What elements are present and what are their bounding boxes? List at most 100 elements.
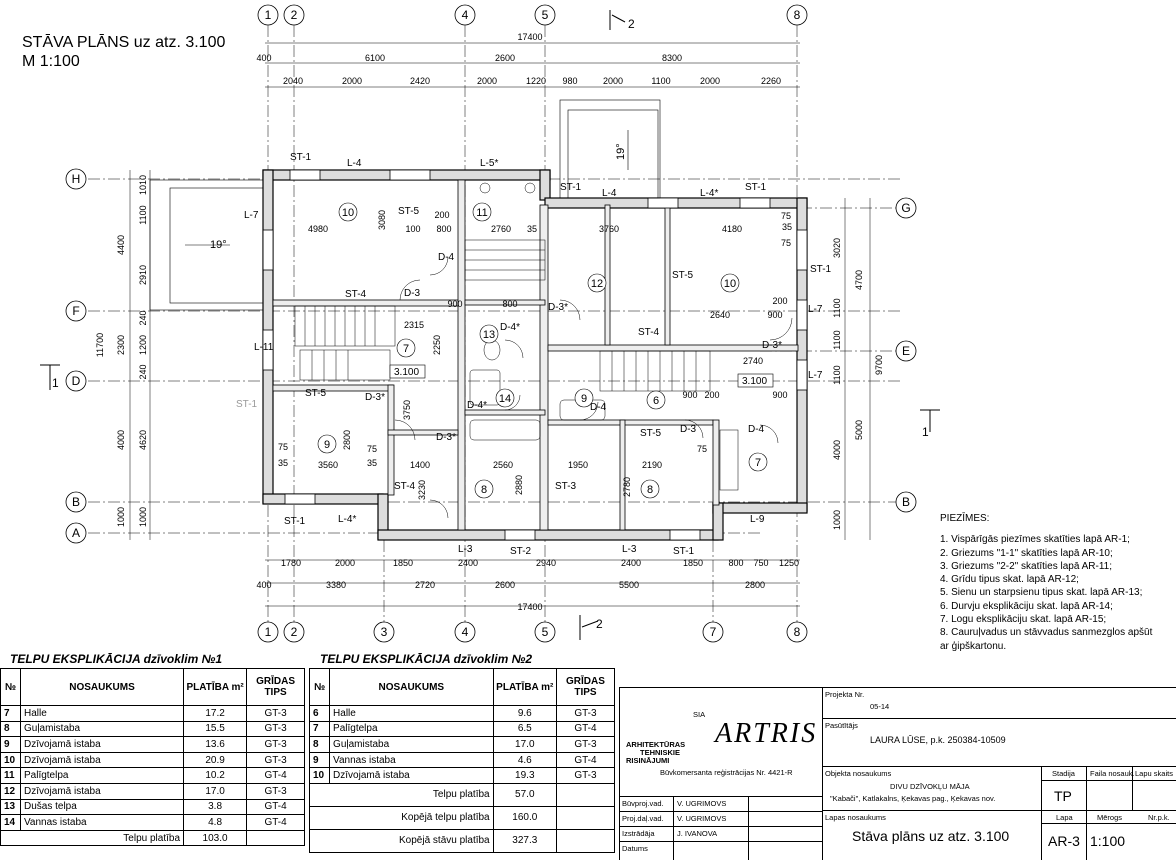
axis-left-f: F (72, 304, 79, 318)
room-8: 8 (481, 484, 487, 496)
dim-inner: 2190 (642, 460, 662, 470)
room-14: 14 (499, 393, 511, 405)
dim-inner: 4980 (308, 224, 328, 234)
room-10b: 10 (724, 278, 736, 290)
dim-inner: 2315 (404, 320, 424, 330)
dim-inner: 3560 (318, 460, 338, 470)
dim-top-r2: 2000 (603, 76, 623, 86)
sheet-number: AR-3 (1048, 833, 1080, 849)
dim-right-inner: 1000 (832, 510, 842, 530)
dim-bot-r1: 2400 (621, 558, 641, 568)
axis-bottom-7: 7 (710, 625, 717, 639)
terrace-slope-left: 19° (210, 239, 227, 251)
axis-left-a: A (72, 526, 80, 540)
dim-bot-r1: 2400 (458, 558, 478, 568)
section-2-bottom: 2 (596, 617, 603, 631)
dim-inner: 3750 (402, 400, 412, 420)
dim-inner: 75 (697, 444, 707, 454)
room-8b: 8 (647, 484, 653, 496)
dim-inner: 200 (434, 210, 449, 220)
room-13: 13 (483, 329, 495, 341)
dim-left-inner: 4620 (138, 430, 148, 450)
tag-window: L-4 (347, 158, 362, 169)
dim-left-inner: 1100 (138, 205, 148, 224)
dim-inner: 900 (772, 390, 787, 400)
dim-right-inner: 1100 (832, 298, 842, 317)
dim-inner: 200 (772, 296, 787, 306)
dim-inner: 2800 (342, 430, 352, 450)
axis-right-b: B (902, 495, 910, 509)
dim-top-r1: 8300 (662, 53, 682, 63)
dim-inner: 3760 (599, 224, 619, 234)
dim-inner: 2640 (710, 310, 730, 320)
tag-wall: ST-4 (638, 327, 660, 338)
table2-header: № (308, 668, 331, 706)
axis-right-e: E (902, 344, 910, 358)
firm-logo: ARTRIS (715, 718, 818, 749)
sheet-name-label: Lapas nosaukums (825, 813, 886, 822)
client-label: Pasūtītājs (825, 721, 858, 730)
dim-inner: 2760 (491, 224, 511, 234)
note-item: 6. Durvju eksplikāciju skat. lapā AR-14; (940, 600, 1113, 612)
axis-left-b: B (72, 495, 80, 509)
axis-bottom-2: 2 (291, 625, 298, 639)
tag-window: L-3 (458, 544, 473, 555)
dim-inner: 800 (502, 299, 517, 309)
dim-inner: 75 (278, 442, 288, 452)
firm-registration: Būvkomersanta reģistrācijas Nr. 4421-R (660, 768, 793, 777)
dim-left-inner: 1000 (138, 507, 148, 527)
dim-left-inner: 2300 (116, 335, 126, 355)
dim-bot-r1: 1250 (779, 558, 799, 568)
client-name: LAURA LŪSE, p.k. 250384-10509 (870, 735, 1006, 745)
dim-right-outer: 5000 (854, 420, 864, 440)
drawing-scale: M 1:100 (22, 53, 80, 70)
note-item: 8. Cauruļvadus un stāvvadus sanmezglos a… (940, 627, 1153, 639)
room-9: 9 (324, 439, 330, 451)
dim-left-inner: 2910 (138, 265, 148, 285)
axis-top-1: 1 (265, 8, 272, 22)
dim-left-outer: 1000 (116, 507, 126, 527)
dim-left-outer: 4000 (116, 430, 126, 450)
dim-inner: 4180 (722, 224, 742, 234)
dim-bot-r2: 400 (256, 580, 271, 590)
stage-value: TP (1054, 788, 1072, 804)
axis-right-g: G (901, 201, 910, 215)
notes-header: PIEZĪMES: (940, 513, 990, 524)
tag-wall: ST-1 (290, 152, 312, 163)
tag-wall: ST-5 (640, 428, 662, 439)
dim-inner: 75 (781, 238, 791, 248)
table1-header: GRĪDAS TIPS (246, 668, 305, 706)
dim-left-inner: 240 (138, 364, 148, 379)
dim-inner: 3230 (417, 480, 427, 500)
notes-panel: PIEZĪMES: 1. Vispārīgās piezīmes skatīti… (940, 512, 1176, 653)
axis-bottom-8: 8 (794, 625, 801, 639)
dim-inner: 800 (436, 224, 451, 234)
dim-inner: 75 (367, 444, 377, 454)
tag-wall: ST-2 (510, 546, 532, 557)
tag-window: L-5* (480, 158, 498, 169)
dim-bot-r1: 800 (728, 558, 743, 568)
dim-top-r2: 2420 (410, 76, 430, 86)
dim-top-r2: 1220 (526, 76, 546, 86)
dim-top-r1: 2600 (495, 53, 515, 63)
dim-top-r1: 400 (256, 53, 271, 63)
role-label: Būvproj.vad. (622, 799, 664, 808)
table1-title: TELPU EKSPLIKĀCIJA dzīvoklim №1 (10, 652, 223, 666)
tag-door: D-3* (436, 432, 456, 443)
dim-bot-r1: 750 (753, 558, 768, 568)
section-1-left: 1 (52, 376, 59, 390)
floor-plan: 1 2 4 5 8 1 2 3 4 5 7 8 H F D B A G E B … (40, 4, 940, 643)
tag-door: D-3 (404, 288, 421, 299)
dim-inner: 35 (782, 222, 792, 232)
dim-inner: 2880 (514, 475, 524, 495)
tag-window: L-4* (700, 188, 718, 199)
dim-top-total: 17400 (517, 32, 542, 42)
